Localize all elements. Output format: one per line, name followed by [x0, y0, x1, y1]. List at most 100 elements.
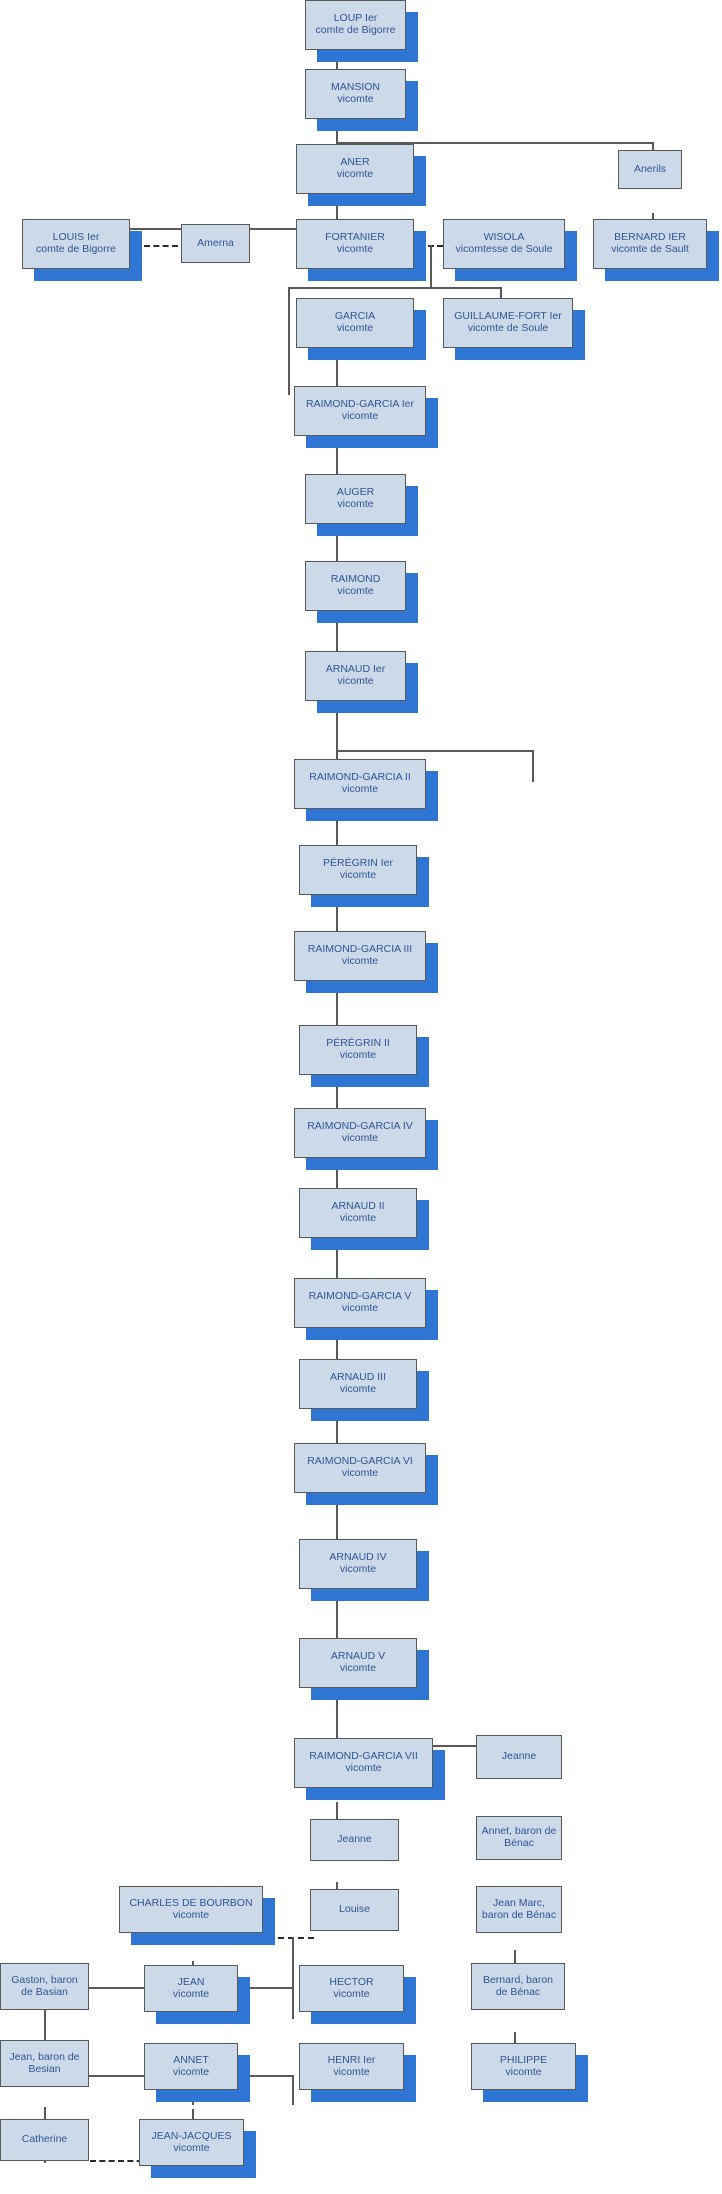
person-title: vicomtesse de Soule — [455, 243, 553, 255]
person-title: vicomte — [337, 93, 374, 105]
person-node[interactable]: Jeanne — [310, 1819, 399, 1861]
person-name: Louise — [339, 1903, 370, 1916]
connector-mansion-anerils-h — [336, 142, 654, 144]
person-name: RAIMOND-GARCIA IV — [307, 1120, 413, 1133]
person-title: vicomte — [339, 1212, 377, 1224]
person-name: Gaston, baron — [11, 1973, 78, 1986]
person-name: Bernard, baron — [482, 1973, 554, 1986]
person-node[interactable]: Catherine — [0, 2119, 89, 2161]
person-title: vicomte — [336, 168, 374, 180]
marriage-louis-amerna — [116, 245, 178, 247]
person-name: CHARLES DE BOURBON — [129, 1896, 253, 1909]
person-title: vicomte — [172, 1987, 210, 2000]
person-name: GARCIA — [334, 310, 376, 323]
person-node[interactable]: Jean Marc,baron de Bénac — [476, 1886, 562, 1933]
person-title: vicomte — [336, 322, 374, 334]
connector-couple-drop — [430, 245, 432, 289]
person-node[interactable]: Amerna — [181, 224, 250, 263]
person-title: vicomte — [336, 243, 374, 255]
person-name: ANNET — [173, 2053, 209, 2066]
person-title: vicomte — [341, 1467, 379, 1479]
person-title: vicomte — [505, 2065, 542, 2078]
person-name: Jeanne — [501, 1750, 537, 1763]
person-node[interactable]: Anerils — [618, 150, 682, 189]
person-name: ARNAUD III — [329, 1371, 386, 1384]
person-title: vicomte — [337, 498, 374, 510]
person-name: AUGER — [336, 486, 375, 499]
person-title: vicomte — [337, 675, 374, 687]
person-title: Besian — [28, 2062, 61, 2075]
connector-to-henri — [292, 2075, 294, 2105]
person-name: ARNAUD Ier — [325, 663, 386, 676]
person-name: HENRI Ier — [327, 2053, 376, 2066]
person-name: Jean, baron de — [9, 2050, 80, 2063]
person-name: LOUIS Ier — [52, 231, 100, 244]
person-title: vicomte — [341, 783, 379, 795]
person-name: Jean Marc, — [493, 1896, 545, 1909]
person-name: RAIMOND — [330, 573, 381, 586]
person-name: BERNARD IER — [614, 231, 686, 244]
person-name: RAIMOND-GARCIA V — [308, 1290, 412, 1303]
person-name: ANER — [340, 156, 370, 169]
person-name: Annet, baron de — [481, 1825, 557, 1838]
person-title: vicomte — [172, 1908, 210, 1921]
person-name: ARNAUD IV — [329, 1551, 387, 1564]
person-name: WISOLA — [483, 231, 525, 244]
person-name: MANSION — [330, 81, 380, 94]
person-title: vicomte — [339, 869, 377, 881]
person-name: JEAN — [177, 1975, 205, 1988]
person-node[interactable]: Louise — [310, 1889, 399, 1931]
connector-arnaud1-down — [336, 680, 338, 780]
person-name: LOUP Ier — [333, 12, 378, 25]
marriage-catherine-jeanjacques — [90, 2160, 152, 2162]
connector-to-hector — [292, 1987, 294, 2019]
person-title: vicomte — [341, 955, 379, 967]
connector-arnaud1-stub-v — [532, 750, 534, 782]
person-title: vicomte — [339, 1662, 377, 1674]
person-title: vicomte — [173, 2141, 210, 2154]
marriage-charles-louise — [268, 1937, 314, 1939]
person-name: HECTOR — [329, 1975, 374, 1988]
connector-fortanier-children-bus — [288, 287, 500, 289]
person-title: vicomte — [337, 585, 374, 597]
person-node[interactable]: Jeanne — [476, 1735, 562, 1779]
person-name: RAIMOND-GARCIA VII — [309, 1750, 418, 1763]
